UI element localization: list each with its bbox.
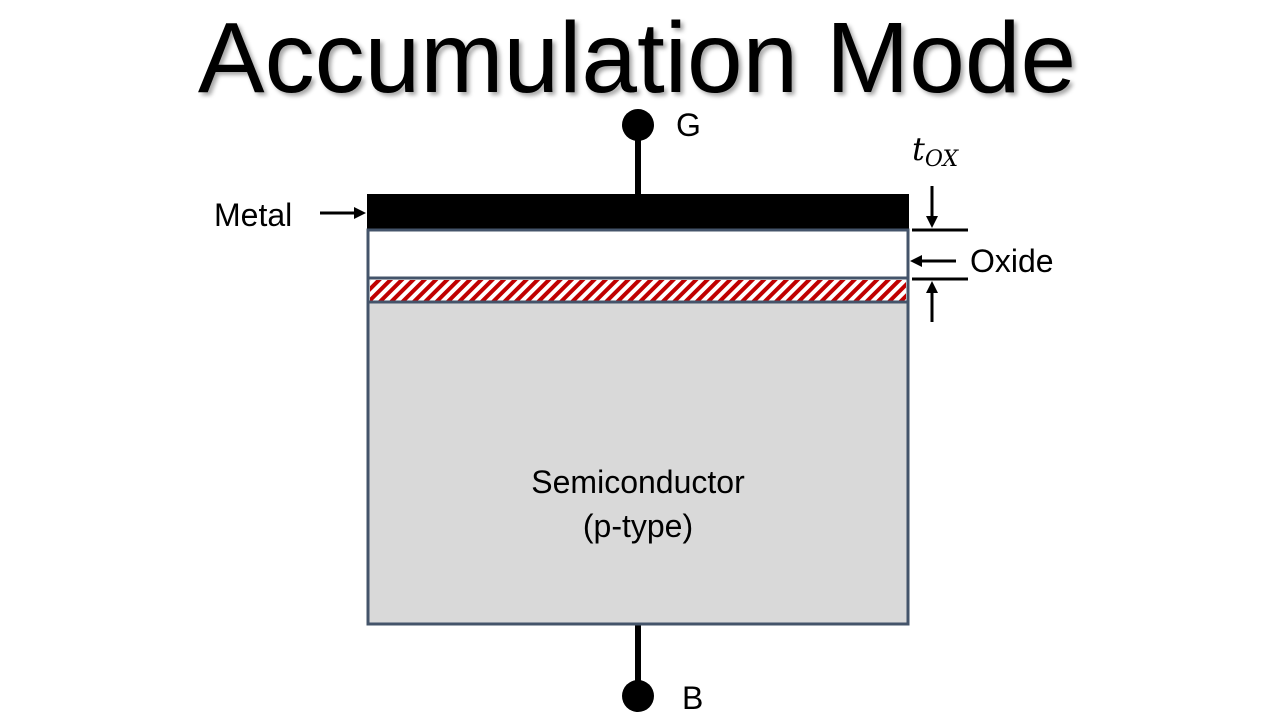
gate-terminal	[622, 109, 654, 141]
body-terminal	[622, 680, 654, 712]
metal-layer	[367, 194, 909, 230]
body-label: B	[682, 680, 703, 716]
metal-arrow-head	[354, 207, 366, 219]
oxide-layer	[366, 228, 910, 280]
semiconductor-body	[366, 300, 910, 626]
oxide-arrow-head	[910, 255, 922, 267]
semiconductor-type-label: (p-type)	[583, 508, 693, 544]
tox-bottom-arrow-head	[926, 281, 938, 293]
semiconductor-label: Semiconductor	[531, 464, 745, 500]
metal-label: Metal	[214, 197, 292, 233]
gate-label: G	[676, 107, 701, 143]
page-title: Accumulation Mode	[198, 2, 1076, 114]
accumulation-layer	[370, 280, 906, 301]
tox-label: tOX	[912, 130, 960, 172]
tox-top-arrow-head	[926, 216, 938, 228]
oxide-label: Oxide	[970, 243, 1054, 279]
